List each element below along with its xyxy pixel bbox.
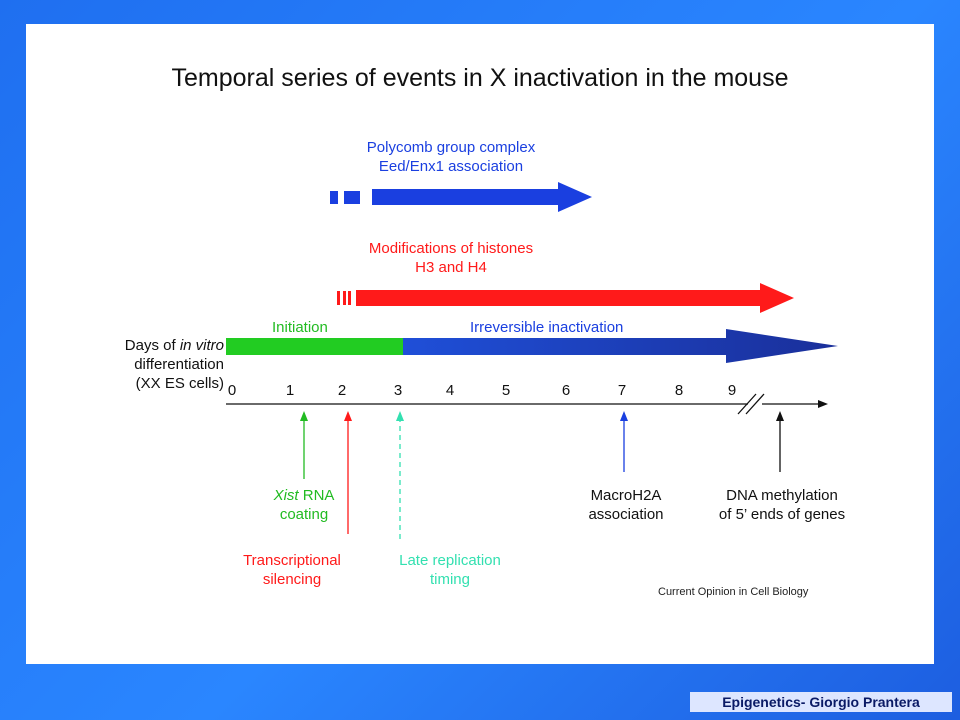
dna-methylation-arrow — [776, 411, 784, 472]
axis-label-line1: Days of in vitro — [124, 337, 224, 354]
late-replication-label: Late replication timing — [380, 551, 520, 589]
diagram-graphics — [226, 182, 838, 539]
irreversible-label: Irreversible inactivation — [470, 319, 624, 336]
histones-label-line1: Modifications of histones — [368, 240, 534, 257]
xist-label: Xist RNA coating — [254, 486, 354, 524]
axis-arrowhead — [818, 400, 828, 408]
polycomb-label-line2: Eed/Enx1 association — [378, 158, 524, 175]
dna-methylation-label-line1: DNA methylation — [726, 487, 838, 504]
macroh2a-label-line2: association — [588, 506, 664, 523]
macroh2a-label-line1: MacroH2A — [590, 487, 662, 504]
axis-label: Days of in vitro differentiation (XX ES … — [84, 336, 224, 393]
macroh2a-arrow — [620, 411, 628, 472]
irreversible-arrow — [403, 329, 838, 363]
footer-caption: Epigenetics- Giorgio Prantera — [690, 692, 952, 712]
tick-label: 8 — [674, 382, 684, 399]
silencing-arrow — [344, 411, 352, 534]
histone-dash-1 — [337, 291, 340, 305]
late-replication-arrow — [396, 411, 404, 539]
axis-break-1 — [737, 393, 757, 415]
tick-label: 1 — [285, 382, 295, 399]
axis-label-line3: (XX ES cells) — [135, 375, 224, 392]
tick-label: 9 — [727, 382, 737, 399]
slide-panel: Temporal series of events in X inactivat… — [26, 24, 934, 664]
polycomb-arrow-body — [372, 182, 592, 212]
slide-title: Temporal series of events in X inactivat… — [171, 64, 789, 92]
tick-label: 2 — [337, 382, 347, 399]
silencing-label-line1: Transcriptional — [243, 552, 341, 569]
polycomb-label: Polycomb group complex Eed/Enx1 associat… — [331, 138, 571, 176]
polycomb-label-line1: Polycomb group complex — [366, 139, 536, 156]
phase-bar — [226, 329, 838, 363]
tick-label: 7 — [617, 382, 627, 399]
polycomb-arrow — [330, 182, 592, 212]
dna-methylation-label-line2: of 5’ ends of genes — [718, 506, 846, 523]
late-replication-label-line1: Late replication — [399, 552, 501, 569]
histones-label-line2: H3 and H4 — [415, 259, 487, 276]
histone-arrow — [337, 283, 794, 313]
polycomb-dash-1 — [330, 191, 338, 204]
tick-label: 5 — [501, 382, 511, 399]
histone-dash-3 — [348, 291, 351, 305]
initiation-label: Initiation — [272, 319, 328, 336]
polycomb-dash-2 — [344, 191, 360, 204]
dna-methylation-label: DNA methylation of 5’ ends of genes — [694, 486, 870, 524]
xist-arrow — [300, 411, 308, 479]
histone-dash-2 — [343, 291, 346, 305]
late-replication-label-line2: timing — [429, 571, 470, 588]
xist-label-line2: coating — [279, 506, 329, 523]
tick-label: 3 — [393, 382, 403, 399]
tick-label: 6 — [561, 382, 571, 399]
axis-label-line2: differentiation — [134, 356, 224, 373]
source-credit: Current Opinion in Cell Biology — [658, 586, 809, 598]
time-axis — [226, 393, 828, 415]
histones-label: Modifications of histones H3 and H4 — [331, 239, 571, 277]
tick-label: 4 — [445, 382, 455, 399]
tick-label: 0 — [227, 382, 237, 399]
axis-break-2 — [745, 393, 765, 415]
initiation-bar — [226, 338, 403, 355]
macroh2a-label: MacroH2A association — [566, 486, 686, 524]
silencing-label-line2: silencing — [262, 571, 322, 588]
silencing-label: Transcriptional silencing — [222, 551, 362, 589]
histone-arrow-body — [356, 283, 794, 313]
xist-label-line1: Xist RNA — [273, 487, 335, 504]
